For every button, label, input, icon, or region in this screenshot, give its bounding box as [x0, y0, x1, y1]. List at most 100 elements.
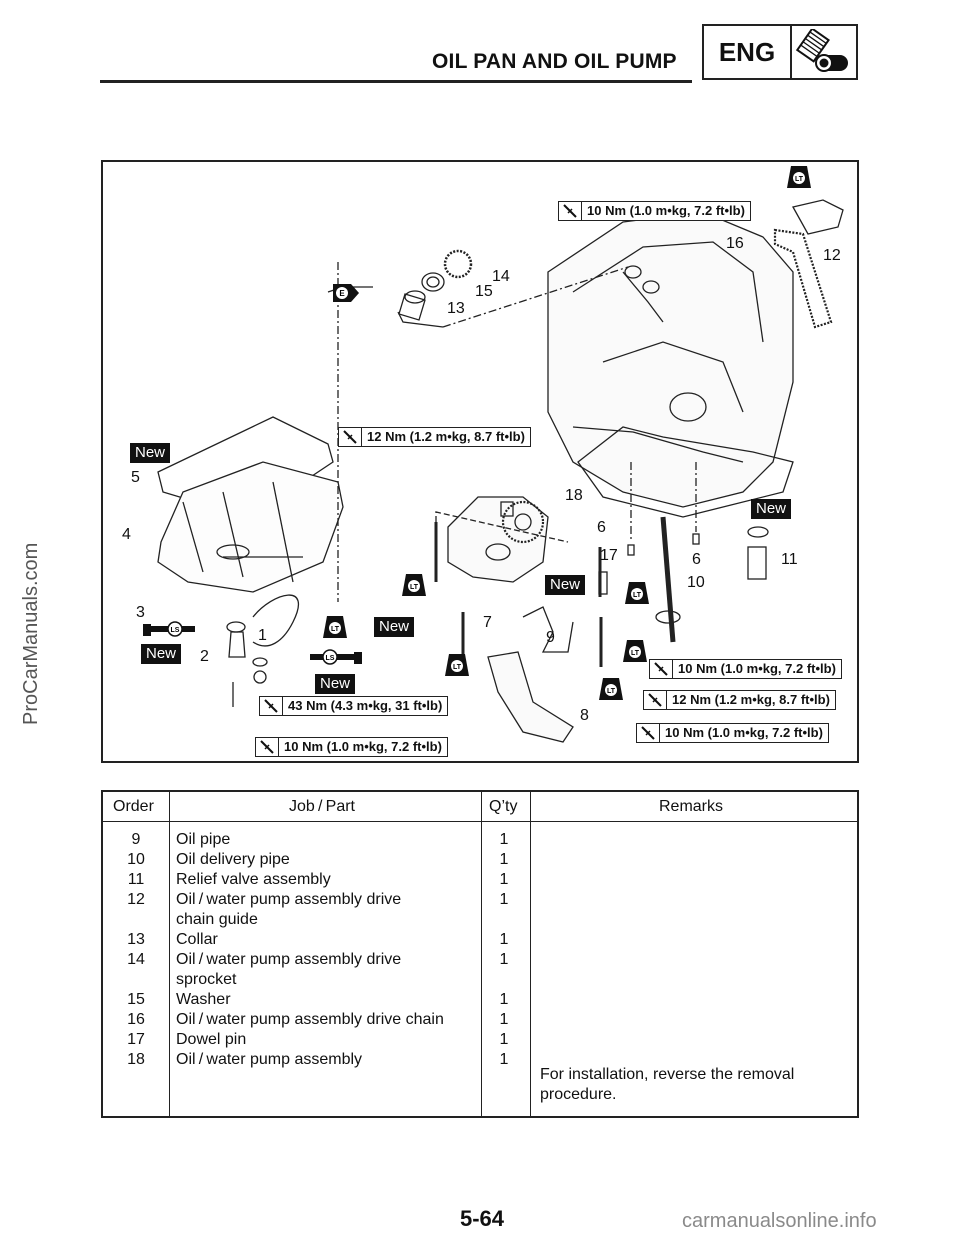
exploded-diagram: 10 Nm (1.0 m•kg, 7.2 ft•lb) 12 Nm (1.2 m…: [101, 160, 859, 763]
callout-5: 5: [131, 469, 140, 486]
table-row: 10 Oil delivery pipe 1: [103, 850, 857, 870]
torque-wrench-icon: [650, 660, 673, 678]
section-title: OIL PAN AND OIL PUMP: [432, 50, 677, 73]
svg-text:LT: LT: [631, 650, 640, 657]
remarks-note: For installation, reverse the removal pr…: [540, 1065, 840, 1105]
part-name: Relief valve assembly: [176, 871, 331, 888]
order-number: 10: [127, 851, 145, 868]
callout-3: 3: [136, 604, 145, 621]
torque-value: 10 Nm (1.0 m•kg, 7.2 ft•lb): [284, 739, 442, 754]
torque-value: 12 Nm (1.2 m•kg, 8.7 ft•lb): [367, 429, 525, 444]
header-order: Order: [113, 798, 154, 815]
table-row: 13 Collar 1: [103, 930, 857, 950]
locking-agent-badge: LT: [599, 678, 623, 700]
callout-9: 9: [546, 629, 555, 646]
remarks-line: procedure.: [540, 1086, 617, 1103]
table-row: 16 Oil / water pump assembly drive chain…: [103, 1010, 857, 1030]
quantity: 1: [499, 951, 509, 968]
column-divider: [530, 792, 531, 1116]
callout-16: 16: [726, 235, 744, 252]
torque-wrench-icon: [260, 697, 283, 715]
order-number: 14: [127, 951, 145, 968]
table-row: 17 Dowel pin 1: [103, 1030, 857, 1050]
part-name: Collar: [176, 931, 218, 948]
torque-spec: 10 Nm (1.0 m•kg, 7.2 ft•lb): [255, 737, 448, 757]
bottom-watermark: carmanualsonline.info: [682, 1210, 877, 1232]
torque-wrench-icon: [637, 724, 660, 742]
part-name: Washer: [176, 991, 231, 1008]
torque-value: 43 Nm (4.3 m•kg, 31 ft•lb): [288, 698, 443, 713]
header-job-part: Job / Part: [289, 798, 355, 815]
callout-11: 11: [781, 551, 798, 568]
torque-spec: 10 Nm (1.0 m•kg, 7.2 ft•lb): [636, 723, 829, 743]
callout-8: 8: [580, 707, 589, 724]
torque-spec: 10 Nm (1.0 m•kg, 7.2 ft•lb): [649, 659, 842, 679]
table-row: 18 Oil / water pump assembly 1: [103, 1050, 857, 1070]
quantity: 1: [499, 1011, 509, 1028]
locking-agent-badge: LT: [445, 654, 469, 676]
order-number: 12: [127, 891, 145, 908]
svg-text:LT: LT: [331, 626, 340, 633]
new-part-tag: New: [374, 617, 415, 637]
new-part-tag: New: [130, 443, 171, 463]
table-row: 11 Relief valve assembly 1: [103, 870, 857, 890]
quantity: 1: [499, 891, 509, 908]
torque-value: 10 Nm (1.0 m•kg, 7.2 ft•lb): [665, 725, 823, 740]
parts-table: Order Job / Part Q’ty Remarks 9 Oil pipe…: [101, 790, 859, 1118]
part-name: Oil / water pump assembly drive chain: [176, 1011, 444, 1028]
header-divider: [103, 821, 857, 822]
locking-agent-badge: LT: [787, 166, 811, 188]
torque-value: 10 Nm (1.0 m•kg, 7.2 ft•lb): [587, 203, 745, 218]
header-remarks: Remarks: [659, 798, 724, 815]
remarks-line: For installation, reverse the removal: [540, 1066, 795, 1083]
torque-spec: 12 Nm (1.2 m•kg, 8.7 ft•lb): [643, 690, 836, 710]
callout-15: 15: [475, 283, 493, 300]
section-tab: ENG: [702, 24, 858, 80]
locking-agent-badge: LT: [625, 582, 649, 604]
table-row: 15 Washer 1: [103, 990, 857, 1010]
torque-spec: 10 Nm (1.0 m•kg, 7.2 ft•lb): [558, 201, 751, 221]
lithium-grease-badge: LS: [143, 621, 195, 637]
callout-4: 4: [122, 526, 131, 543]
part-name: chain guide: [176, 911, 258, 928]
callout-13: 13: [447, 300, 465, 317]
engine-icon: [792, 26, 856, 78]
callout-7: 7: [483, 614, 492, 631]
torque-wrench-icon: [559, 202, 582, 220]
callout-10: 10: [687, 574, 705, 591]
part-name: Oil delivery pipe: [176, 851, 290, 868]
order-number: 13: [127, 931, 145, 948]
callout-6: 6: [597, 519, 606, 536]
callout-18: 18: [565, 487, 583, 504]
torque-wrench-icon: [256, 738, 279, 756]
part-name: Oil / water pump assembly: [176, 1051, 363, 1068]
new-part-tag: New: [751, 499, 792, 519]
table-row-continuation: sprocket: [103, 970, 857, 990]
callout-2: 2: [200, 648, 209, 665]
new-part-tag: New: [141, 644, 182, 664]
quantity: 1: [499, 931, 509, 948]
header-qty: Q’ty: [489, 798, 518, 815]
callout-17: 17: [600, 547, 618, 564]
table-row: 9 Oil pipe 1: [103, 830, 857, 850]
header-rule: [100, 80, 692, 83]
callout-14: 14: [492, 268, 510, 285]
order-number: 9: [131, 831, 141, 848]
torque-value: 10 Nm (1.0 m•kg, 7.2 ft•lb): [678, 661, 836, 676]
locking-agent-badge: LT: [623, 640, 647, 662]
callout-12: 12: [823, 247, 841, 264]
table-row-continuation: chain guide: [103, 910, 857, 930]
part-name: Dowel pin: [176, 1031, 247, 1048]
table-row: 14 Oil / water pump assembly drive 1: [103, 950, 857, 970]
part-name: sprocket: [176, 971, 237, 988]
engine-oil-badge: E: [333, 284, 359, 302]
svg-text:LT: LT: [795, 176, 804, 183]
svg-text:LT: LT: [607, 688, 616, 695]
part-name: Oil pipe: [176, 831, 231, 848]
svg-text:LT: LT: [633, 592, 642, 599]
callout-1: 1: [258, 627, 267, 644]
svg-text:LS: LS: [171, 627, 180, 634]
table-row: 12 Oil / water pump assembly drive 1: [103, 890, 857, 910]
lithium-grease-badge: LS: [310, 649, 362, 665]
torque-value: 12 Nm (1.2 m•kg, 8.7 ft•lb): [672, 692, 830, 707]
